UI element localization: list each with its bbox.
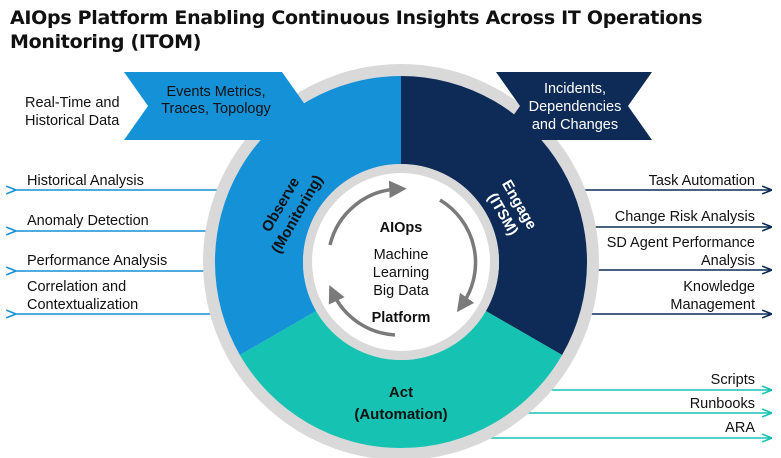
output-historical-analysis: Historical Analysis: [27, 173, 144, 189]
diagram-title: AIOps Platform Enabling Continuous Insig…: [10, 7, 703, 53]
segment-engage: [401, 76, 588, 355]
center-footer: Platform: [371, 310, 431, 326]
cycle-arrow-right: [439, 198, 478, 313]
act-sublabel: (Automation): [354, 406, 447, 423]
left-banner-shape: [124, 72, 306, 140]
center-item-learning: Learning: [372, 265, 430, 281]
center-items: Machine Learning Big Data: [341, 246, 461, 300]
center-item-ml: Machine: [373, 247, 429, 263]
center-disc: [312, 173, 490, 351]
output-performance-analysis: Performance Analysis: [27, 253, 168, 269]
output-change-risk: Change Risk Analysis: [614, 209, 755, 225]
right-banner-shape: [496, 72, 652, 140]
output-sd-agent: SD Agent Performance Analysis: [606, 235, 755, 269]
center-item-bigdata: Big Data: [373, 283, 429, 299]
segment-act: [239, 311, 563, 449]
left-banner-text: Events Metrics, Traces, Topology: [161, 84, 271, 117]
output-knowledge: Knowledge Management: [670, 279, 755, 313]
right-banner-text: Incidents, Dependencies and Changes: [528, 81, 622, 133]
center-heading: AIOps: [379, 220, 423, 236]
output-correlation: Correlation and Contextualization: [27, 279, 139, 313]
cycle-arrow-top: [328, 180, 407, 246]
output-runbooks: Runbooks: [689, 396, 755, 412]
output-ara: ARA: [725, 420, 755, 436]
segment-observe: [214, 75, 401, 355]
act-label: Act: [389, 384, 413, 401]
output-task-automation: Task Automation: [648, 173, 755, 189]
output-scripts: Scripts: [710, 372, 755, 388]
cycle-arrow-bottom: [328, 285, 396, 337]
left-banner-note: Real-Time and Historical Data: [25, 95, 120, 129]
output-anomaly-detection: Anomaly Detection: [27, 213, 149, 229]
